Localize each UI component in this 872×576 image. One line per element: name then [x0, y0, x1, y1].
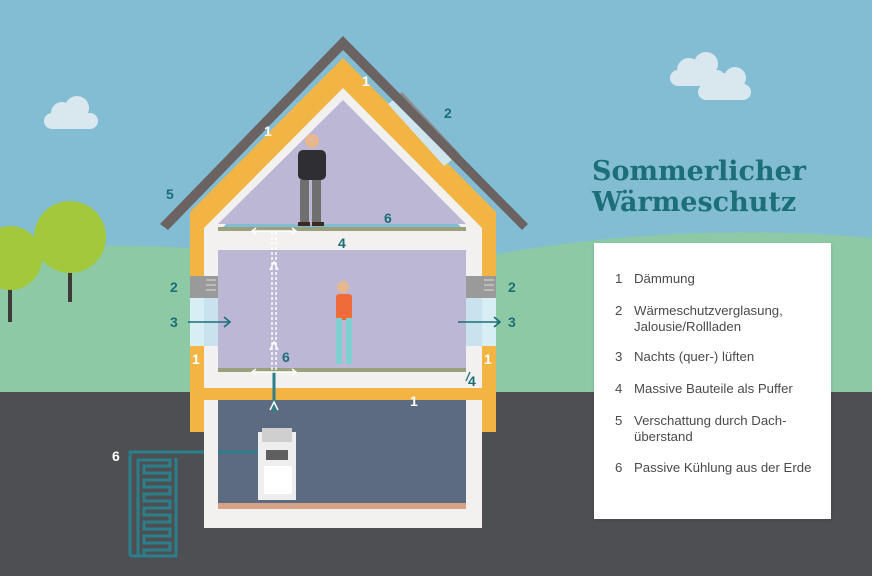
arrow-up-icon [269, 260, 279, 271]
title-line-2: Wärmeschutz [592, 187, 797, 218]
legend-text: Verschattung durch Dach-überstand [634, 413, 787, 444]
window-right [466, 276, 496, 346]
marker-4-ceiling: 4 [338, 235, 346, 251]
basement-floor [218, 503, 466, 509]
attic-floor-slab [204, 230, 482, 250]
marker-1-roof-top: 1 [362, 73, 370, 89]
marker-1-basement: 1 [410, 393, 418, 409]
attic-room [218, 100, 466, 224]
attic-floor-tiles [218, 227, 466, 231]
pointer-line [465, 371, 471, 382]
airflow-arrows [250, 227, 298, 376]
legend-number: 1 [615, 271, 623, 286]
insulation-shell [190, 58, 496, 432]
pointer-line [127, 453, 131, 458]
arrow-up-icon [269, 400, 279, 411]
marker-2-right: 2 [508, 279, 516, 295]
upper-floor-tiles [218, 368, 466, 372]
marker-4-right: 4 [468, 373, 476, 389]
marker-2-roof-window: 2 [444, 105, 452, 121]
page-title: Sommerlicher Wärmeschutz [592, 156, 852, 218]
marker-1-wall-right: 1 [484, 351, 492, 367]
legend-text: Dämmung [634, 271, 695, 286]
duct-lines [271, 232, 277, 372]
upper-floor-slab [204, 372, 482, 388]
cloud-icon [44, 96, 98, 129]
woman-icon [336, 281, 352, 364]
legend-box: 1 Dämmung 2 Wärmeschutzverglasung, Jalou… [594, 243, 831, 519]
arrow-up-icon [269, 340, 279, 351]
insulation-basement-ceiling [204, 388, 482, 400]
marker-6-ground: 6 [112, 448, 120, 464]
legend-number: 4 [615, 381, 623, 396]
legend-number: 6 [615, 460, 623, 475]
marker-5: 5 [166, 186, 174, 202]
window-left [190, 276, 218, 346]
legend-number: 5 [615, 413, 623, 428]
marker-2-left: 2 [170, 279, 178, 295]
marker-1-roof-left: 1 [264, 123, 272, 139]
title-line-1: Sommerlicher [592, 156, 807, 187]
legend-text: Nachts (quer-) lüften [634, 349, 755, 364]
marker-3-left: 3 [170, 314, 178, 330]
legend-text: Massive Bauteile als Puffer [634, 381, 793, 396]
cloud-icon [670, 52, 751, 100]
arrow-right-icon [188, 316, 232, 328]
marker-1-wall-left: 1 [192, 351, 200, 367]
marker-6-upper: 6 [282, 349, 290, 365]
marker-6-attic: 6 [384, 210, 392, 226]
marker-3-right: 3 [508, 314, 516, 330]
man-icon [298, 134, 326, 226]
arrow-right-icon [458, 316, 502, 328]
legend-text: Wärmeschutzverglasung, Jalousie/Rolllade… [634, 303, 783, 334]
legend-number: 3 [615, 349, 623, 364]
outer-wall [204, 88, 482, 388]
legend-number: 2 [615, 303, 623, 318]
heat-pump-icon [218, 428, 296, 500]
tree-icon [0, 201, 106, 322]
legend-text: Passive Kühlung aus der Erde [634, 460, 812, 475]
